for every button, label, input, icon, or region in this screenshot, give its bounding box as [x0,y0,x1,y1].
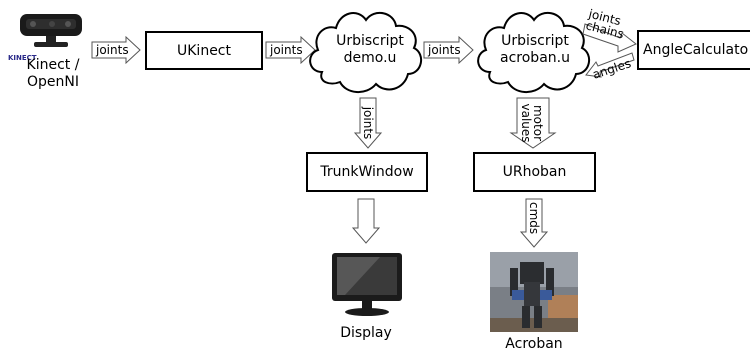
edge-label-demo-acroban: joints [428,43,461,57]
arrow-demo-to-trunk [353,97,383,149]
display-label: Display [340,325,392,341]
arrow-trunk-to-display [351,198,381,244]
arrow-angle-to-acroban [585,52,635,78]
cloud-acroban-line2: acroban.u [500,50,570,66]
cloud-acroban-line1: Urbiscript [501,33,569,49]
edge-label-acroban-urhoban-line1: motor [531,104,545,141]
kinect-label: Kinect / OpenNI [18,57,88,91]
cloud-demo-label: Urbiscript demo.u [326,33,414,67]
kinect-label-line2: OpenNI [27,74,79,90]
kinect-sensor-icon [20,14,82,47]
trunkwindow-box: TrunkWindow [306,152,428,192]
arrow-urhoban-to-robot [519,198,549,248]
urhoban-box: URhoban [473,152,596,192]
edge-label-acroban-urhoban: motor values [519,99,545,147]
display-monitor-icon [332,253,402,316]
edge-label-acroban-urhoban-line2: values [519,103,533,143]
acroban-label: Acroban [505,336,563,352]
arrow-acroban-to-angle [582,23,637,53]
edge-label-kinect-ukinect: joints [96,43,129,57]
cloud-demo [309,11,423,93]
edge-label-ukinect-demo: joints [270,43,303,57]
cloud-acroban [477,11,591,93]
kinect-label-line1: Kinect / [26,57,80,73]
arrow-demo-to-acroban [423,35,474,65]
angle-calculator-box: AngleCalculato [637,30,750,70]
cloud-acroban-label: Urbiscript acroban.u [490,33,580,67]
kinect-logo-text: KINECT [8,54,37,62]
edge-label-demo-trunk: joints [361,106,375,140]
arrow-acroban-to-urhoban [509,97,557,149]
arrow-kinect-to-ukinect [91,35,141,65]
ukinect-box: UKinect [145,31,263,70]
cloud-demo-line1: Urbiscript [336,33,404,49]
arrow-ukinect-to-demo [265,35,316,65]
acroban-robot-photo [490,252,578,332]
angle-calculator-label: AngleCalculato [643,42,749,58]
edge-label-urhoban-acroban: cmds [527,202,541,235]
cloud-demo-line2: demo.u [343,50,397,66]
